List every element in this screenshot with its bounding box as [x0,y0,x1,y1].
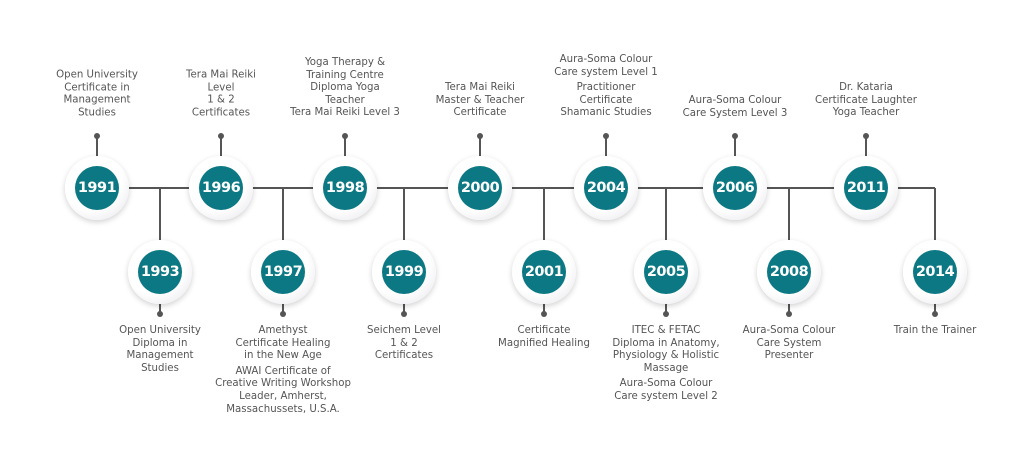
connector-line [665,188,667,272]
year-node: 2008 [757,240,821,304]
year-label: 2004 [584,166,628,210]
year-label: 1996 [199,166,243,210]
year-label: 2011 [844,166,888,210]
year-label: 1997 [261,250,305,294]
year-label: 2005 [644,250,688,294]
year-label: 2001 [522,250,566,294]
year-label: 2006 [713,166,757,210]
year-label: 1991 [75,166,119,210]
year-node: 2005 [634,240,698,304]
year-label: 1998 [323,166,367,210]
year-node: 1996 [189,156,253,220]
year-node: 1997 [251,240,315,304]
event-description: Train the Trainer [860,325,1010,338]
stem-dot [932,311,938,317]
year-node: 1993 [128,240,192,304]
year-label: 2000 [458,166,502,210]
year-node: 2011 [834,156,898,220]
description-text: Train the Trainer [893,325,977,336]
year-label: 2014 [913,250,957,294]
stem-dot [786,311,792,317]
stem-dot [280,311,286,317]
year-label: 1993 [138,250,182,294]
connector-line [282,188,284,272]
year-node: 1999 [372,240,436,304]
stem-dot [157,311,163,317]
year-node: 2014 [903,240,967,304]
year-node: 1991 [65,156,129,220]
connector-line [788,188,790,272]
timeline-axis [97,187,935,189]
connector-line [934,188,936,272]
year-label: 1999 [382,250,426,294]
stem-dot [342,133,348,139]
stem-dot [401,311,407,317]
stem-dot [218,133,224,139]
year-node: 2001 [512,240,576,304]
stem-dot [732,133,738,139]
year-node: 2000 [448,156,512,220]
stem-dot [541,311,547,317]
year-node: 2006 [703,156,767,220]
connector-line [543,188,545,272]
stem-dot [477,133,483,139]
connector-line [159,188,161,272]
year-node: 2004 [574,156,638,220]
year-label: 2008 [767,250,811,294]
year-node: 1998 [313,156,377,220]
stem-dot [603,133,609,139]
stem-dot [94,133,100,139]
stem-dot [863,133,869,139]
connector-line [403,188,405,272]
stem-dot [663,311,669,317]
